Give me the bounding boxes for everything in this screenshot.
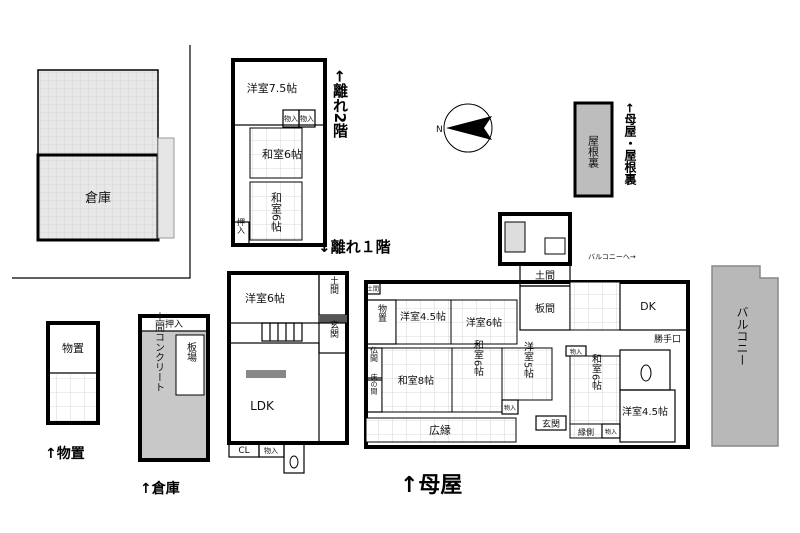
souko-bottom: 押入 板場 土間コンクリート ↑倉庫 (138, 311, 210, 497)
omoya: 土間 土間 バルコニーへ→ 板間 DK 勝手口 物置 洋室4.5帖 洋室6帖 仏… (364, 212, 690, 498)
washitsu6-2f-b-label: 和室6帖 (270, 192, 283, 232)
bath-icon (498, 212, 572, 266)
doma-h1-label: 土間 (328, 275, 339, 295)
yaneura: 屋根裏 ←母屋・屋根裏 (573, 101, 637, 198)
souko-main-label: 倉庫 (85, 191, 111, 206)
ldk-label: LDK (250, 399, 275, 413)
hanare-1f: 洋室6帖 土間 玄関 LDK CL 物入 (227, 271, 349, 474)
genkan-h1-label: 玄関 (328, 319, 339, 339)
butsuma-label: 仏間 (370, 346, 379, 363)
hanare1-title: ↓離れ１階 (318, 238, 391, 256)
balcony-label: バルコニー (735, 306, 749, 366)
itaba-label: 板場 (185, 341, 197, 363)
doma-main-label: 土間 (535, 269, 555, 282)
tokonoma-label: 床の間 (370, 373, 378, 396)
youshitsu6-main-label: 洋室6帖 (466, 316, 502, 329)
youshitsu45-right-label: 洋室4.5帖 (622, 405, 668, 418)
souko-top-left: 倉庫 (12, 45, 191, 279)
stairs-icon (261, 322, 303, 342)
youshitsu6-h1-label: 洋室6帖 (245, 291, 285, 305)
oshiire-b-label: 物入 (300, 114, 314, 123)
balcony-small-label: バルコニーへ→ (588, 253, 636, 261)
balcony: バルコニー (711, 265, 779, 447)
yane-title: ←母屋・屋根裏 (623, 103, 637, 186)
youshitsu5-label: 洋室5帖 (522, 341, 534, 379)
doma-main-top-label: 土間 (367, 285, 379, 293)
yaneura-label: 屋根裏 (587, 135, 600, 169)
omoya-title: ↑母屋 (400, 473, 462, 498)
hanare2-title: ←離れ2階 (331, 70, 349, 139)
engawa-label: 縁側 (578, 427, 594, 437)
hiroen-label: 広縁 (429, 423, 451, 437)
toilet-icon (283, 442, 305, 474)
dk-label: DK (640, 300, 656, 313)
itama-label: 板間 (535, 302, 555, 315)
oshiire-h1-label: 物入 (264, 446, 278, 455)
monooki-title: ↑物置 (45, 445, 85, 462)
youshitsu75-label: 洋室7.5帖 (247, 81, 298, 95)
genkan-main-label: 玄関 (542, 418, 560, 430)
washitsu6-2f-label: 和室6帖 (262, 147, 302, 161)
oshiire-a-label: 物入 (284, 114, 298, 123)
oshiire-souko-label: 押入 (165, 318, 183, 330)
monoire-main-label: 物入 (504, 404, 516, 412)
oshiire-2f-label: 押入 (237, 217, 246, 234)
youshitsu45-label: 洋室4.5帖 (400, 310, 446, 323)
hanare-2f: 洋室7.5帖 物入 物入 和室6帖 和室6帖 押入 ←離れ2階 (231, 58, 349, 247)
monooki-shed: 物置 ↑物置 (45, 321, 100, 462)
katteguchi-label: 勝手口 (654, 333, 681, 345)
monooki-label: 物置 (62, 341, 84, 355)
cl-label: CL (238, 446, 249, 456)
doma-concrete-label: 土間コンクリート (153, 311, 165, 392)
compass-icon: N (436, 103, 493, 153)
washitsu6-main-label: 和室6帖 (472, 340, 484, 377)
washitsu6-right-label: 和室6帖 (590, 354, 602, 391)
souko-title: ↑倉庫 (140, 480, 180, 497)
monooki-main-label: 物置 (376, 303, 387, 322)
monoire-right-label: 物入 (570, 348, 582, 356)
monoire-bottom-label: 物入 (605, 428, 617, 436)
compass-n-label: N (436, 125, 443, 135)
washitsu8-label: 和室8帖 (398, 374, 434, 387)
